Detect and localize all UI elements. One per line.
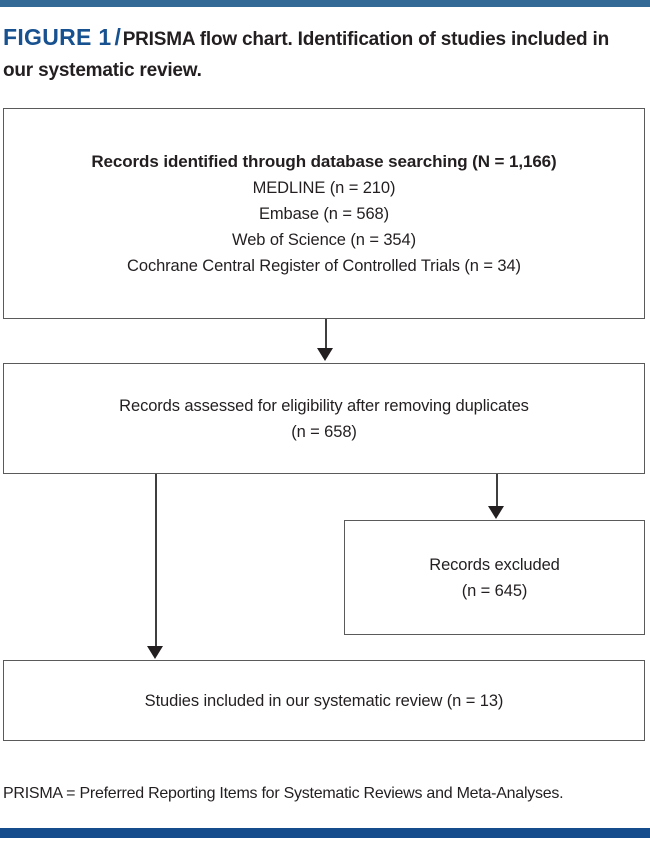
top-rule: [0, 0, 650, 7]
flow-node-line: Web of Science (n = 354): [232, 230, 416, 249]
connector-identified-to-assessed: [325, 319, 327, 351]
arrowhead-down-icon: [317, 348, 333, 361]
figure-label-separator: /: [114, 24, 121, 50]
arrowhead-down-icon: [147, 646, 163, 659]
flow-node-line: Studies included in our systematic revie…: [144, 691, 504, 710]
figure-footnote: PRISMA = Preferred Reporting Items for S…: [3, 785, 564, 802]
flow-node-line: Embase (n = 568): [258, 204, 389, 223]
flow-node-line: Records identified through database sear…: [91, 151, 557, 171]
flow-node-line: (n = 645): [461, 581, 528, 600]
flow-node-line: Records assessed for eligibility after r…: [119, 396, 529, 415]
flow-node-line: Cochrane Central Register of Controlled …: [127, 256, 521, 275]
flow-node-records-assessed: Records assessed for eligibility after r…: [3, 363, 645, 474]
flow-node-line: MEDLINE (n = 210): [252, 178, 396, 197]
connector-assessed-to-excluded: [496, 474, 498, 510]
flow-node-studies-included: Studies included in our systematic revie…: [3, 660, 645, 741]
flow-node-records-identified: Records identified through database sear…: [3, 108, 645, 319]
flow-node-records-excluded: Records excluded (n = 645): [344, 520, 645, 635]
figure-heading: FIGURE 1/PRISMA flow chart. Identificati…: [3, 22, 618, 86]
figure-caption: PRISMA flow chart. Identification of stu…: [3, 29, 610, 81]
flow-node-line: Records excluded: [429, 555, 560, 574]
connector-assessed-to-included: [155, 474, 157, 650]
bottom-rule: [0, 828, 650, 838]
flow-node-line: (n = 658): [291, 422, 357, 441]
arrowhead-down-icon: [488, 506, 504, 519]
figure-label: FIGURE 1: [3, 24, 112, 50]
